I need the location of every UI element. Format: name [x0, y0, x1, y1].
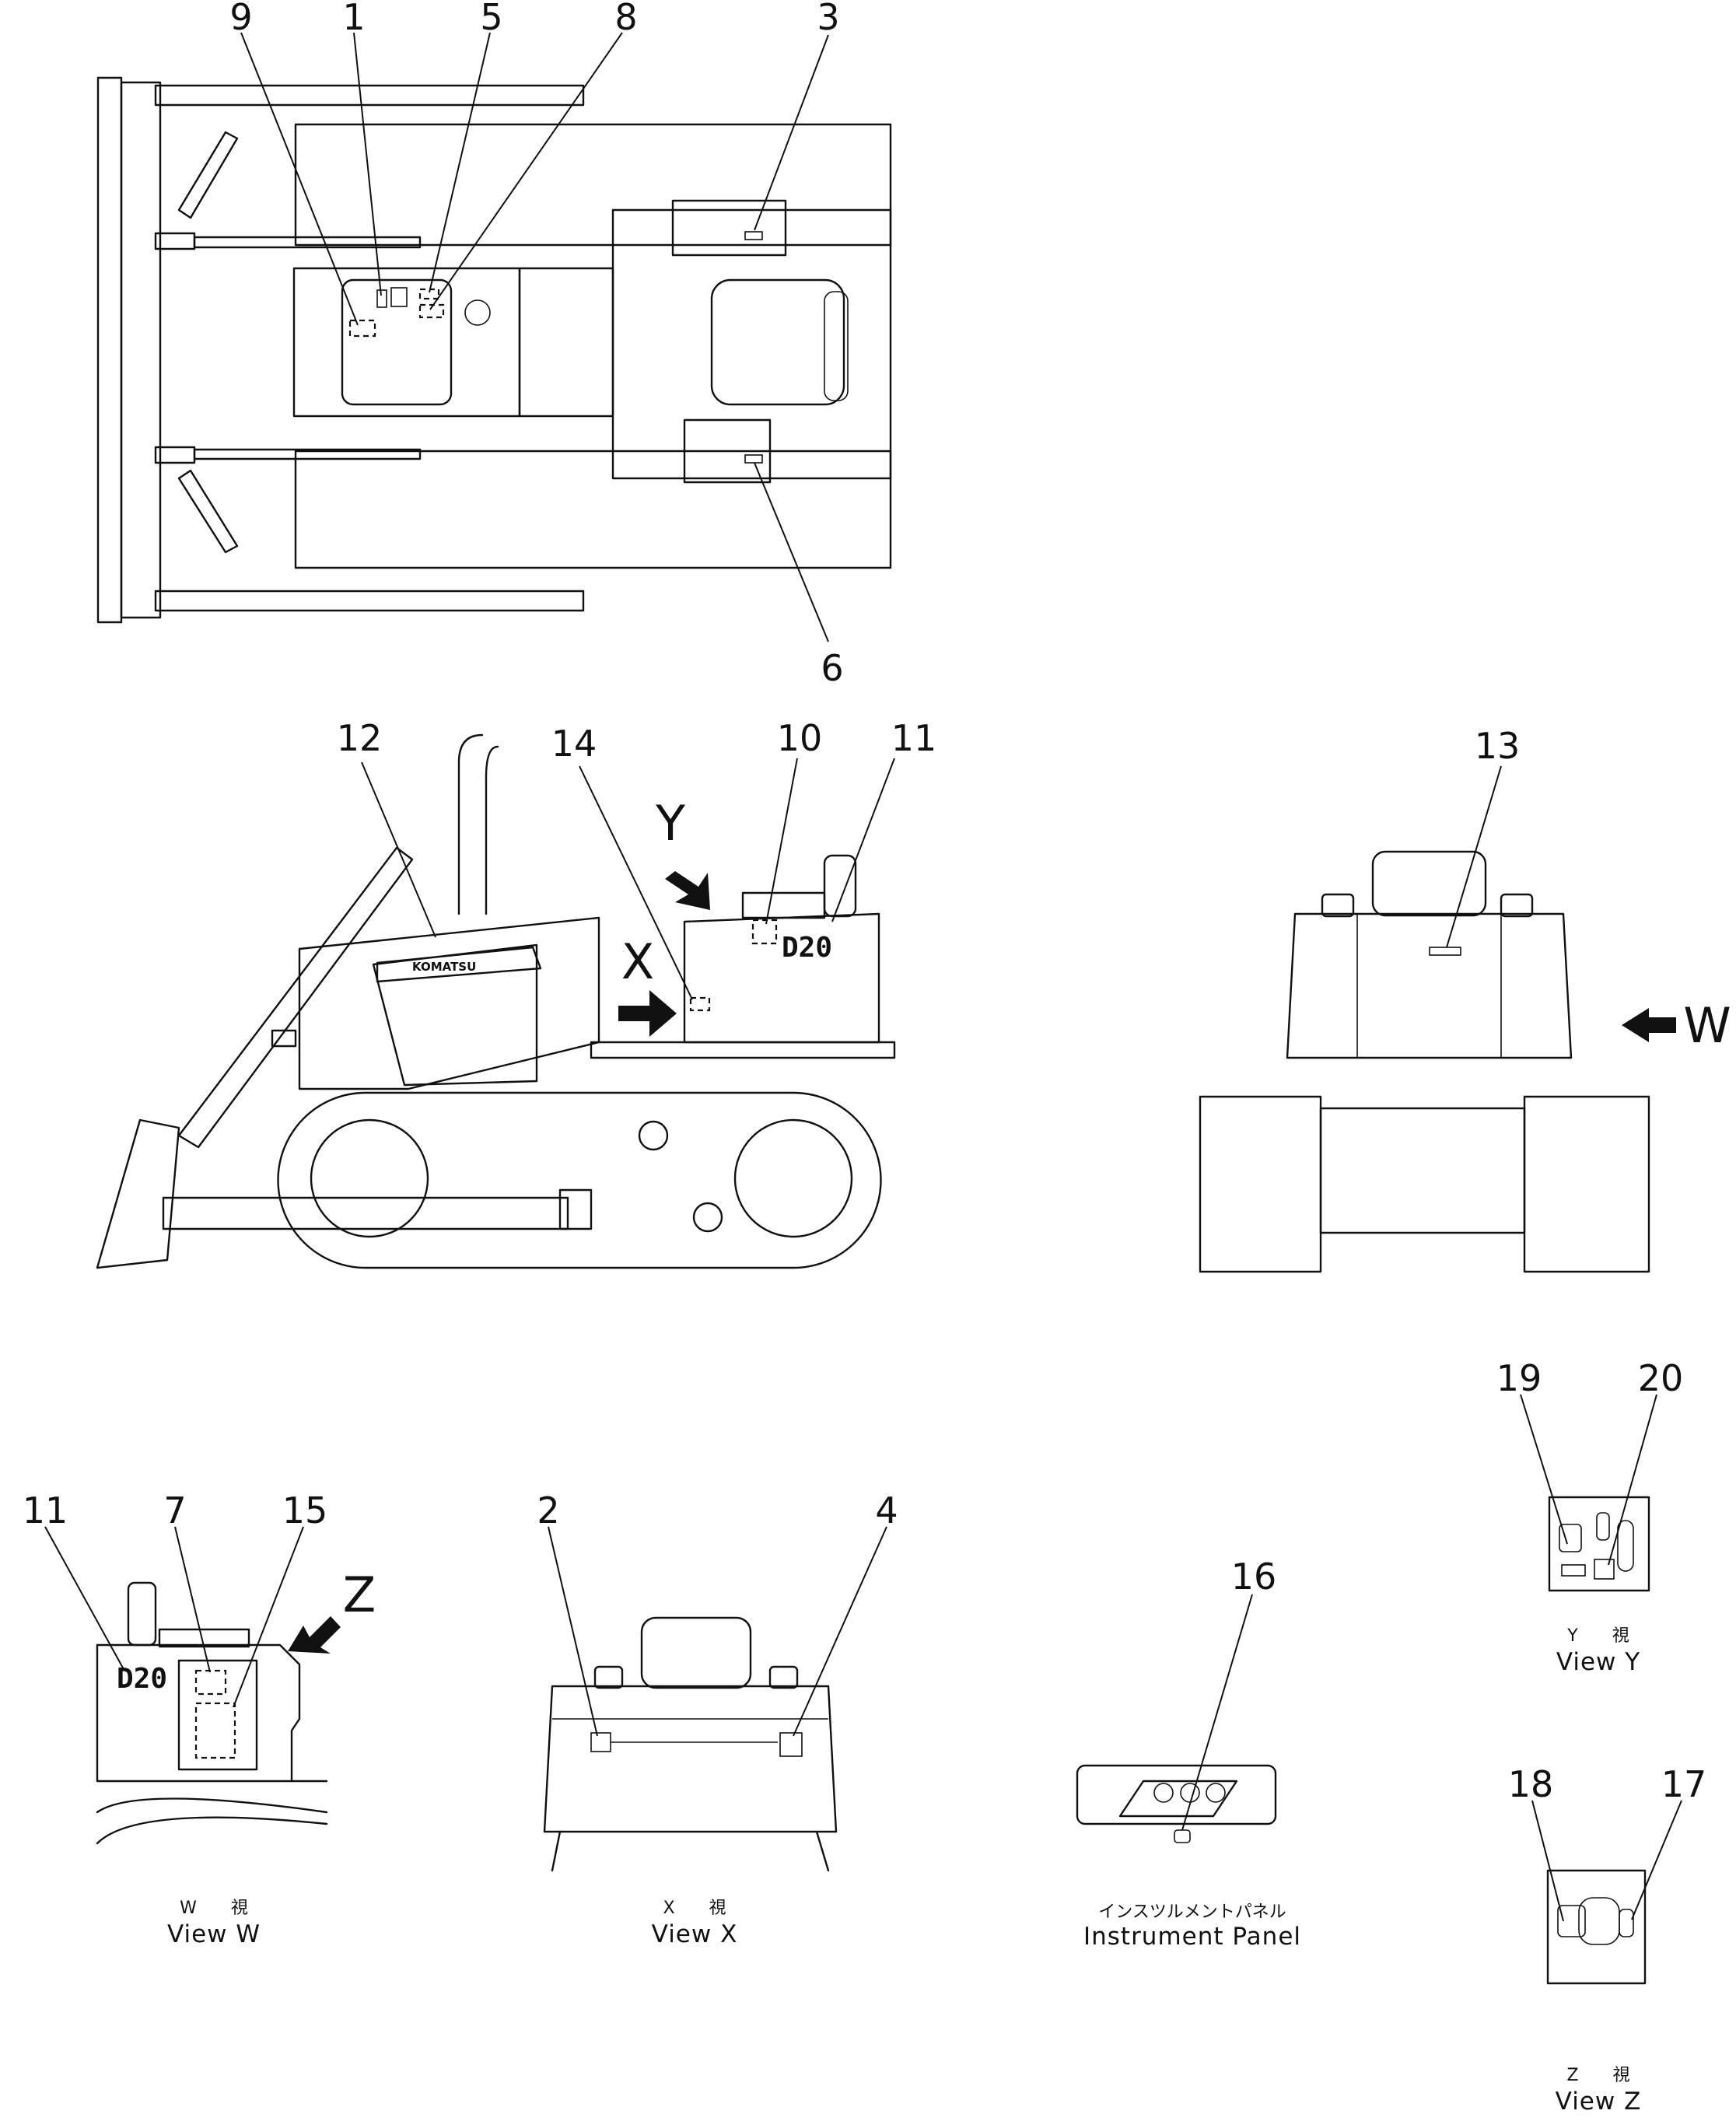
- callout-numbers: 9 1 5 8 3 6 12 14 10 11 13 11 7 15 2 4 1…: [23, 0, 1707, 1805]
- caption-view-z-en: View Z: [1556, 2088, 1642, 2116]
- view-x-detail: [543, 1616, 838, 1872]
- callout-13: 13: [1475, 725, 1521, 767]
- callout-15: 15: [282, 1489, 328, 1531]
- leader-lines: [44, 32, 1682, 1922]
- view-z-arrow-icon: [288, 1616, 341, 1654]
- callout-9: 9: [229, 0, 252, 38]
- callout-11-side: 11: [891, 717, 937, 759]
- callout-3: 3: [817, 0, 839, 38]
- callout-11-view-w: 11: [23, 1489, 68, 1531]
- top-view: [96, 76, 892, 624]
- callout-16: 16: [1231, 1556, 1277, 1598]
- model-number-side: D20: [782, 932, 832, 964]
- view-y-letter: Y: [655, 795, 685, 852]
- callout-14: 14: [551, 723, 597, 765]
- callout-1: 1: [342, 0, 365, 38]
- callout-18: 18: [1508, 1763, 1554, 1805]
- callout-8: 8: [614, 0, 637, 38]
- caption-view-y-en: View Y: [1556, 1648, 1640, 1676]
- callout-5: 5: [480, 0, 502, 38]
- callout-20: 20: [1638, 1357, 1684, 1399]
- view-x-letter: X: [621, 933, 654, 990]
- caption-view-w-jp: W 視: [180, 1899, 248, 1918]
- view-z-letter: Z: [343, 1566, 376, 1623]
- caption-panel-en: Instrument Panel: [1083, 1923, 1301, 1951]
- view-y-arrow-icon: [665, 871, 710, 910]
- rear-view: [1199, 850, 1650, 1273]
- callout-10: 10: [777, 717, 823, 759]
- view-captions: W 視 View W X 視 View X インスツルメントパネル Instru…: [167, 1626, 1642, 2116]
- side-view: KOMATSU D20: [96, 733, 896, 1269]
- callout-17: 17: [1661, 1763, 1707, 1805]
- komatsu-logo-text: KOMATSU: [412, 960, 476, 974]
- caption-view-y-jp: Y 視: [1566, 1626, 1629, 1646]
- callout-12: 12: [337, 717, 383, 759]
- callout-4: 4: [875, 1489, 898, 1531]
- instrument-panel-detail: [1076, 1764, 1277, 1843]
- caption-view-w-en: View W: [167, 1920, 261, 1948]
- callout-7: 7: [163, 1489, 186, 1531]
- caption-panel-jp: インスツルメントパネル: [1098, 1902, 1286, 1922]
- caption-view-x-jp: X 視: [663, 1899, 726, 1918]
- view-w-arrow-icon: [1622, 1008, 1676, 1042]
- view-z-detail: [1546, 1869, 1647, 1985]
- caption-view-x-en: View X: [652, 1920, 738, 1948]
- view-x-arrow-icon: [618, 990, 677, 1037]
- model-number-view-w: D20: [117, 1663, 167, 1695]
- caption-view-z-jp: Z 視: [1566, 2066, 1629, 2085]
- callout-2: 2: [537, 1489, 559, 1531]
- view-w-detail: D20: [96, 1581, 328, 1845]
- view-y-detail: [1548, 1496, 1650, 1592]
- callout-19: 19: [1496, 1357, 1542, 1399]
- view-w-letter: W: [1683, 997, 1731, 1054]
- callout-6: 6: [821, 647, 843, 689]
